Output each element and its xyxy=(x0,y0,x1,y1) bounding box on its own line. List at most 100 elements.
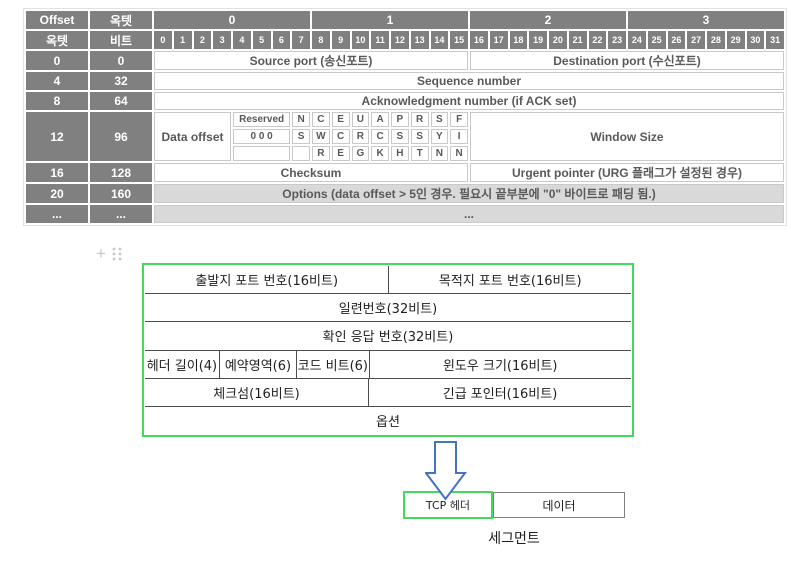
bit-number: 14 xyxy=(430,31,449,49)
bit-number: 25 xyxy=(647,31,666,49)
flag-rst-1: R xyxy=(410,112,429,127)
flag-psh-3: H xyxy=(391,146,409,161)
offset-bit-0: 0 xyxy=(90,51,152,70)
hand-field-reserved: 예약영역(6) xyxy=(220,350,298,378)
flag-ece-1: E xyxy=(331,112,350,127)
offset-octet-12: 12 xyxy=(26,112,88,161)
hand-field-code-bits: 코드 비트(6) xyxy=(297,350,370,378)
offset-bit-dots: ... xyxy=(90,205,152,223)
hand-field-destination-port: 목적지 포트 번호(16비트) xyxy=(438,274,582,290)
offset-octet-16: 16 xyxy=(26,163,88,182)
byte-group-0: 0 xyxy=(154,11,310,29)
flag-cwr-3: R xyxy=(312,146,330,161)
flag-urg-2: R xyxy=(351,129,370,144)
hand-row-options: 옵션 xyxy=(145,407,631,434)
flag-cwr-1: C xyxy=(312,112,330,127)
bit-number: 22 xyxy=(588,31,607,49)
flag-ack-1: A xyxy=(371,112,389,127)
header-row-bit-numbers: 옥텟 비트 0 1 2 3 4 5 6 7 8 9 10 11 12 13 14… xyxy=(26,31,784,49)
bit-number: 20 xyxy=(549,31,567,49)
offset-bit-64: 64 xyxy=(90,92,152,110)
bit-number: 21 xyxy=(568,31,587,49)
flag-syn-3: N xyxy=(430,146,449,161)
offset-bit-96: 96 xyxy=(90,112,152,161)
tcp-header-grid: Offset 옥텟 0 1 2 3 옥텟 비트 0 1 2 3 4 5 6 7 … xyxy=(24,9,786,225)
bit-number: 3 xyxy=(213,31,231,49)
drag-handle-icon[interactable] xyxy=(111,246,123,262)
bit-number: 29 xyxy=(726,31,745,49)
row-offset-8: 8 64 Acknowledgment number (if ACK set) xyxy=(26,92,784,110)
field-data-offset: Data offset xyxy=(154,112,231,161)
hand-row-ack: 확인 응답 번호(32비트) xyxy=(145,322,631,351)
row-offset-16: 16 128 Checksum Urgent pointer (URG 플래그가… xyxy=(26,163,784,182)
field-urgent-pointer: Urgent pointer (URG 플래그가 설정된 경우) xyxy=(470,163,784,182)
hand-field-ack-number: 확인 응답 번호(32비트) xyxy=(322,330,454,346)
offset-octet-4: 4 xyxy=(26,72,88,90)
bit-number: 26 xyxy=(667,31,686,49)
flag-cwr-2: W xyxy=(312,129,330,144)
hand-field-source-port: 출발지 포트 번호(16비트) xyxy=(145,266,390,294)
bit-number: 27 xyxy=(687,31,705,49)
row-offset-dots: ... ... ... xyxy=(26,205,784,223)
block-controls: + xyxy=(96,244,123,263)
bit-number: 7 xyxy=(292,31,310,49)
add-block-icon[interactable]: + xyxy=(96,244,106,263)
bit-number: 16 xyxy=(470,31,488,49)
flag-fin-3: N xyxy=(450,146,468,161)
offset-octet-8: 8 xyxy=(26,92,88,110)
row-offset-12-line2: 0 0 0 S W C R C S S Y I xyxy=(26,129,784,144)
handdrawn-tcp-header-diagram: 출발지 포트 번호(16비트) 목적지 포트 번호(16비트) 일련번호(32비… xyxy=(142,263,634,437)
offset-octet-20: 20 xyxy=(26,184,88,203)
flag-ns-2: S xyxy=(292,129,310,144)
flag-syn-2: Y xyxy=(430,129,449,144)
bit-number: 19 xyxy=(529,31,547,49)
hand-field-checksum: 체크섬(16비트) xyxy=(145,378,370,406)
hand-field-window-size: 윈도우 크기(16비트) xyxy=(442,358,558,374)
flag-ece-3: E xyxy=(331,146,350,161)
field-sequence-number: Sequence number xyxy=(154,72,784,90)
offset-octet-dots: ... xyxy=(26,205,88,223)
flag-ns-1: N xyxy=(292,112,310,127)
row-offset-12-line3: R E G K H T N N xyxy=(26,146,784,161)
flag-urg-1: U xyxy=(351,112,370,127)
byte-group-3: 3 xyxy=(628,11,784,29)
offset-bit-128: 128 xyxy=(90,163,152,182)
flag-fin-1: F xyxy=(450,112,468,127)
row-offset-12-line1: 12 96 Data offset Reserved N C E U A P R… xyxy=(26,112,784,161)
offset-octet-0: 0 xyxy=(26,51,88,70)
bit-number: 23 xyxy=(608,31,626,49)
flag-urg-3: G xyxy=(351,146,370,161)
field-checksum: Checksum xyxy=(154,163,468,182)
flag-rst-2: S xyxy=(410,129,429,144)
field-reserved: Reserved xyxy=(233,112,291,127)
row-offset-0: 0 0 Source port (송신포트) Destination port … xyxy=(26,51,784,70)
bit-number: 12 xyxy=(391,31,409,49)
field-window-size: Window Size xyxy=(470,112,784,161)
byte-group-1: 1 xyxy=(312,11,468,29)
corner-octet2-label: 옥텟 xyxy=(26,31,88,49)
bit-number: 5 xyxy=(252,31,271,49)
field-acknowledgment-number: Acknowledgment number (if ACK set) xyxy=(154,92,784,110)
flag-ack-3: K xyxy=(371,146,389,161)
bit-number: 11 xyxy=(371,31,389,49)
bit-number: 13 xyxy=(410,31,429,49)
field-destination-port: Destination port (수신포트) xyxy=(470,51,784,70)
flag-ns-3 xyxy=(292,146,310,161)
bit-number: 30 xyxy=(746,31,765,49)
bit-number: 31 xyxy=(766,31,784,49)
hand-row-checksum: 체크섬(16비트) 긴급 포인터(16비트) xyxy=(145,378,631,407)
bit-number: 9 xyxy=(331,31,350,49)
bit-number: 1 xyxy=(173,31,192,49)
corner-offset-label: Offset xyxy=(26,11,88,29)
bit-number: 28 xyxy=(707,31,725,49)
bit-number: 8 xyxy=(312,31,330,49)
hand-field-sequence-number: 일련번호(32비트) xyxy=(338,302,438,318)
field-options-continuation: ... xyxy=(154,205,784,223)
field-source-port: Source port (송신포트) xyxy=(154,51,468,70)
corner-bit-label: 비트 xyxy=(90,31,152,49)
bit-number: 17 xyxy=(489,31,508,49)
bit-number: 18 xyxy=(509,31,528,49)
bit-number: 2 xyxy=(193,31,212,49)
byte-group-2: 2 xyxy=(470,11,626,29)
flag-fin-2: I xyxy=(450,129,468,144)
